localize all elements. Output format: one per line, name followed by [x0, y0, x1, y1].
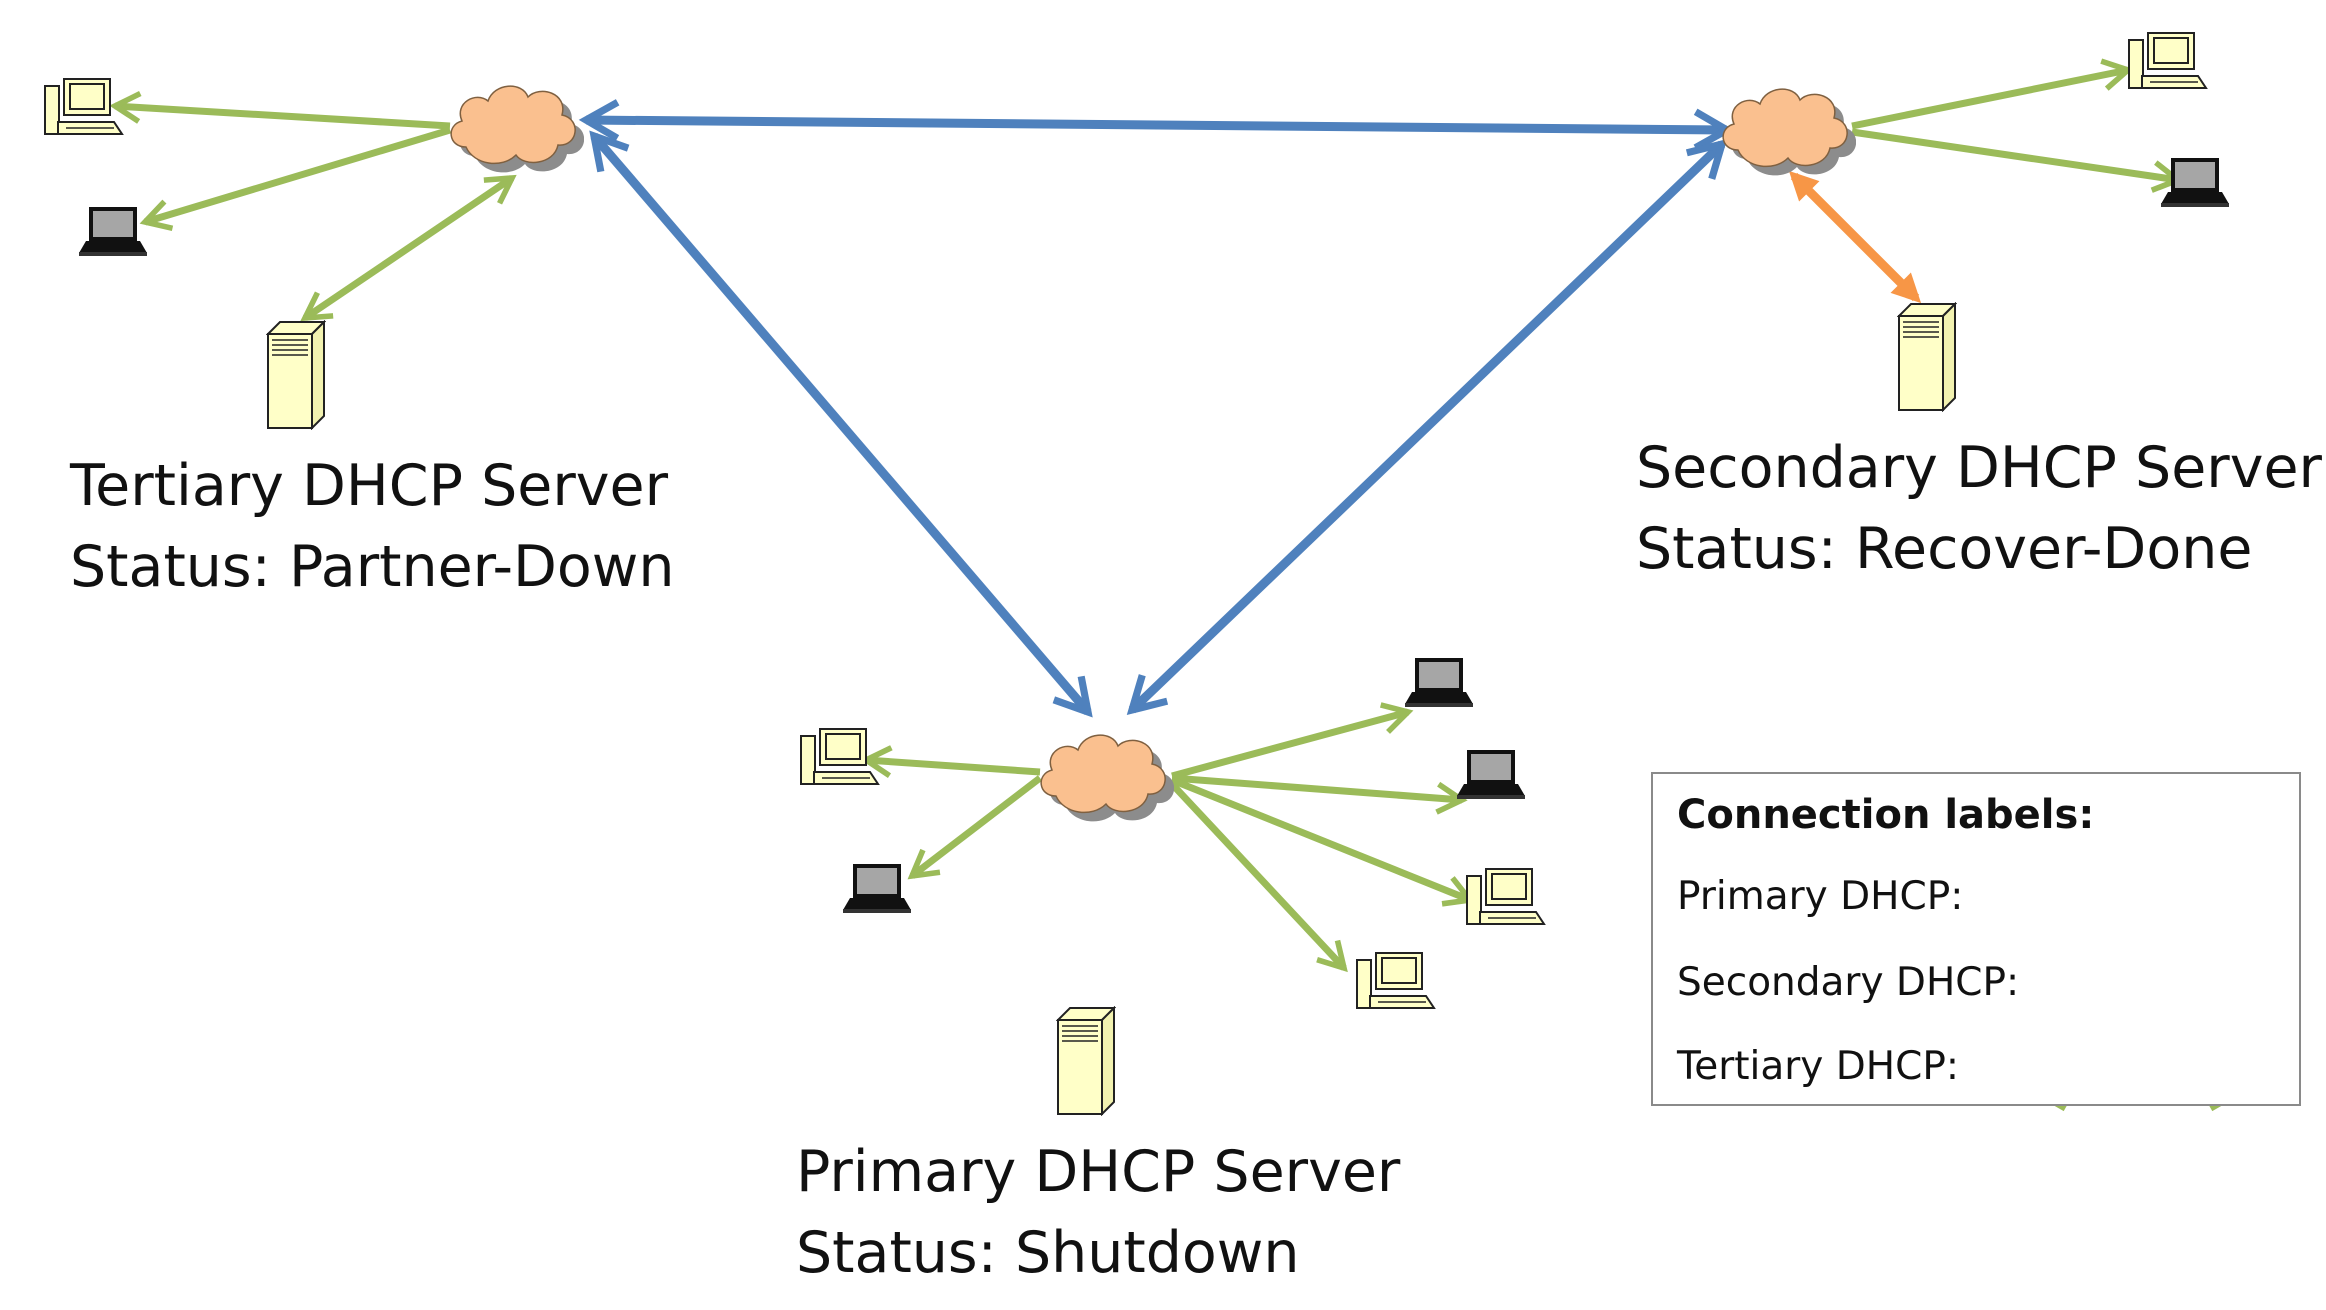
legend: Connection labels: Primary DHCP: Seconda… — [1651, 772, 2301, 1106]
secondary-cluster — [1722, 32, 2229, 411]
secondary-server-name: Secondary DHCP Server — [1636, 435, 2322, 501]
primary-cluster — [800, 658, 1545, 1115]
secondary-link-server — [1788, 170, 1922, 304]
laptop-icon — [2161, 158, 2229, 207]
tertiary-server-status: Status: Partner-Down — [70, 534, 675, 600]
secondary-link-desktop — [1851, 58, 2134, 130]
primary-link-desktop-bottom-right — [1169, 781, 1348, 973]
laptop-icon — [843, 864, 911, 913]
legend-label-secondary: Secondary DHCP: — [1677, 960, 2020, 1005]
tertiary-cluster — [44, 78, 584, 429]
tertiary-link-desktop — [109, 90, 451, 130]
desktop-computer-icon — [44, 78, 123, 135]
secondary-link-laptop — [1851, 128, 2184, 193]
primary-link-desktop-right — [1170, 776, 1476, 907]
tertiary-server-icon — [267, 321, 325, 429]
tertiary-link-server — [300, 174, 517, 322]
primary-server-icon — [1057, 1007, 1115, 1115]
tertiary-server-label: Tertiary DHCP Server Status: Partner-Dow… — [70, 446, 675, 608]
laptop-icon — [1405, 658, 1473, 707]
primary-link-desktop-left — [860, 745, 1041, 778]
secondary-server-status: Status: Recover-Done — [1636, 516, 2253, 582]
backbone-link-tertiary-secondary — [578, 99, 1735, 151]
desktop-computer-icon — [800, 728, 879, 785]
primary-link-laptop-left — [907, 775, 1043, 880]
primary-link-laptop-right — [1171, 774, 1468, 815]
primary-cloud-icon — [1040, 734, 1174, 823]
primary-server-label: Primary DHCP Server Status: Shutdown — [796, 1132, 1400, 1294]
backbone-links — [578, 99, 1735, 718]
desktop-computer-icon — [1356, 952, 1435, 1009]
legend-label-tertiary: Tertiary DHCP: — [1677, 1044, 1960, 1089]
laptop-icon — [79, 207, 147, 256]
desktop-computer-icon — [2128, 32, 2207, 89]
legend-label-primary: Primary DHCP: — [1677, 874, 1964, 919]
laptop-icon — [1457, 750, 1525, 799]
tertiary-server-name: Tertiary DHCP Server — [70, 453, 668, 519]
backbone-link-tertiary-primary — [589, 130, 1093, 718]
primary-server-name: Primary DHCP Server — [796, 1139, 1401, 1205]
legend-title: Connection labels: — [1677, 792, 2095, 838]
secondary-server-icon — [1898, 303, 1956, 411]
desktop-computer-icon — [1466, 868, 1545, 925]
primary-link-laptop-top-right — [1171, 702, 1414, 780]
primary-server-status: Status: Shutdown — [796, 1220, 1300, 1286]
tertiary-link-laptop — [139, 126, 452, 232]
secondary-server-label: Secondary DHCP Server Status: Recover-Do… — [1636, 428, 2322, 590]
secondary-cloud-icon — [1722, 88, 1856, 177]
backbone-link-secondary-primary — [1126, 138, 1728, 716]
tertiary-cloud-icon — [450, 85, 584, 174]
